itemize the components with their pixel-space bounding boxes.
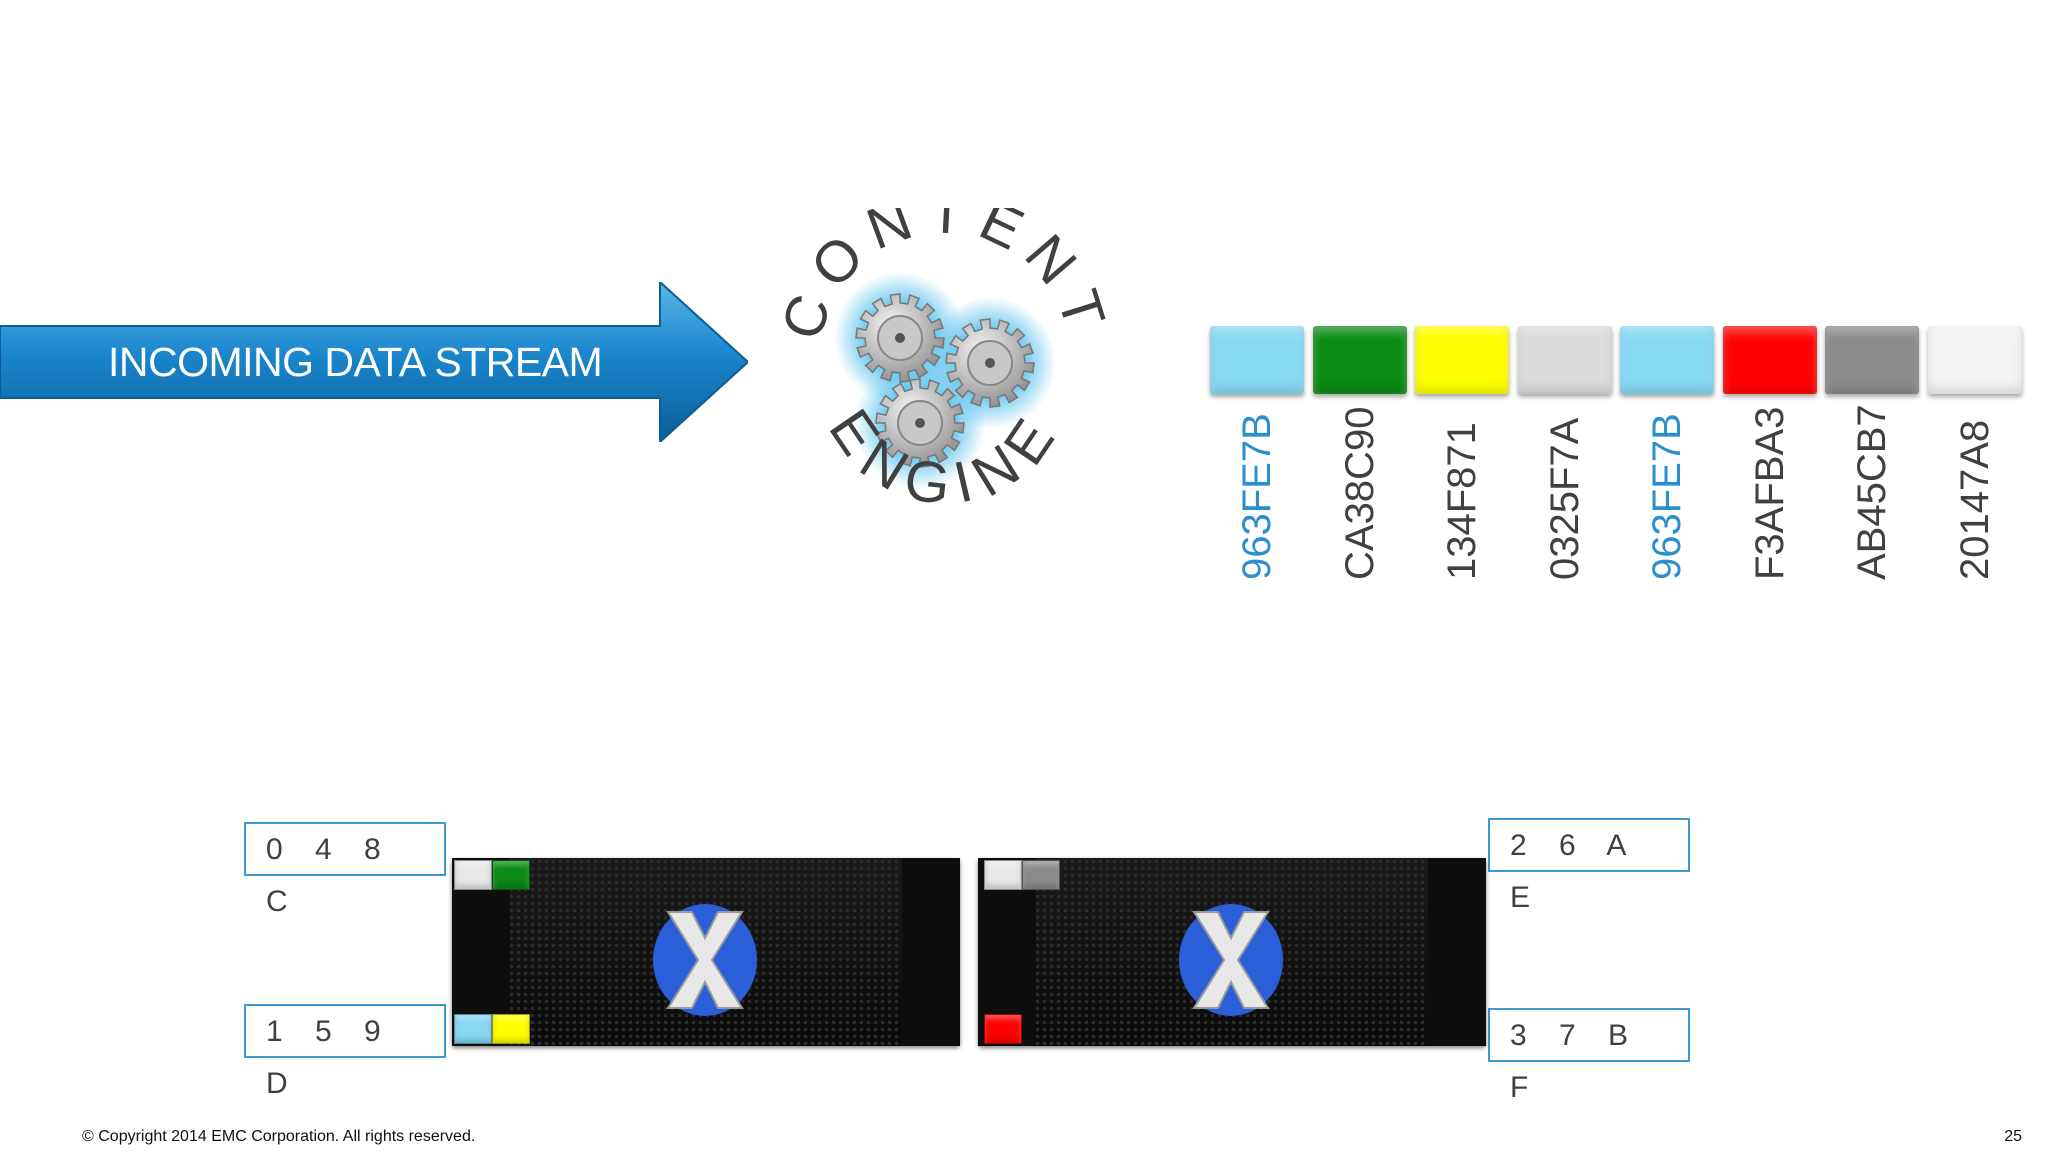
copyright-notice: © Copyright 2014 EMC Corporation. All ri…: [82, 1128, 476, 1145]
storage-slot: [454, 1014, 492, 1044]
right-array-bottom-address: 3 7 B F: [1488, 1008, 1690, 1104]
chunk-block: [1620, 326, 1714, 394]
storage-slot: [454, 860, 492, 890]
x-logo-icon: [653, 904, 757, 1016]
chunk-hash-label: CA38C90: [1337, 406, 1382, 580]
left-array-bottom-address: 1 5 9 D: [244, 1004, 446, 1100]
incoming-data-arrow: [0, 282, 748, 442]
arrow-label: INCOMING DATA STREAM: [108, 339, 603, 385]
gears-icon: [834, 272, 1056, 489]
chunk-hash-label: 134F871: [1440, 422, 1484, 580]
right-array-top-address: 2 6 A E: [1488, 818, 1690, 914]
chunk-hash-label: 0325F7A: [1542, 417, 1587, 580]
chunk-block: [1415, 326, 1509, 394]
storage-slot: [984, 1014, 1022, 1044]
storage-array-right: [978, 858, 1486, 1046]
storage-slot: [984, 860, 1022, 890]
page-number: 25: [2004, 1128, 2022, 1145]
storage-slot: [1022, 860, 1060, 890]
chunk-block: [1517, 326, 1612, 394]
storage-slot: [492, 860, 530, 890]
chunk-block: [1722, 326, 1817, 394]
chunk-hash-label: 20147A8: [1952, 419, 1997, 580]
chunk-block: [1927, 326, 2022, 394]
content-engine: CONTENT ENGINE: [780, 208, 1109, 518]
chunk-block: [1825, 326, 1919, 394]
left-array-top-address: 0 4 8 C: [244, 822, 446, 918]
storage-array-left: [452, 858, 960, 1046]
chunk-hash-label: F3AFBA3: [1747, 406, 1792, 580]
chunk-hash-label: 963FE7B: [1235, 413, 1279, 580]
chunk-hash-label: AB45CB7: [1850, 404, 1894, 580]
storage-slot: [492, 1014, 530, 1044]
x-logo-icon: [1179, 904, 1283, 1016]
chunk-hash-label: 963FE7B: [1645, 413, 1689, 580]
chunk-block: [1210, 326, 1304, 394]
chunk-block: [1312, 326, 1407, 394]
